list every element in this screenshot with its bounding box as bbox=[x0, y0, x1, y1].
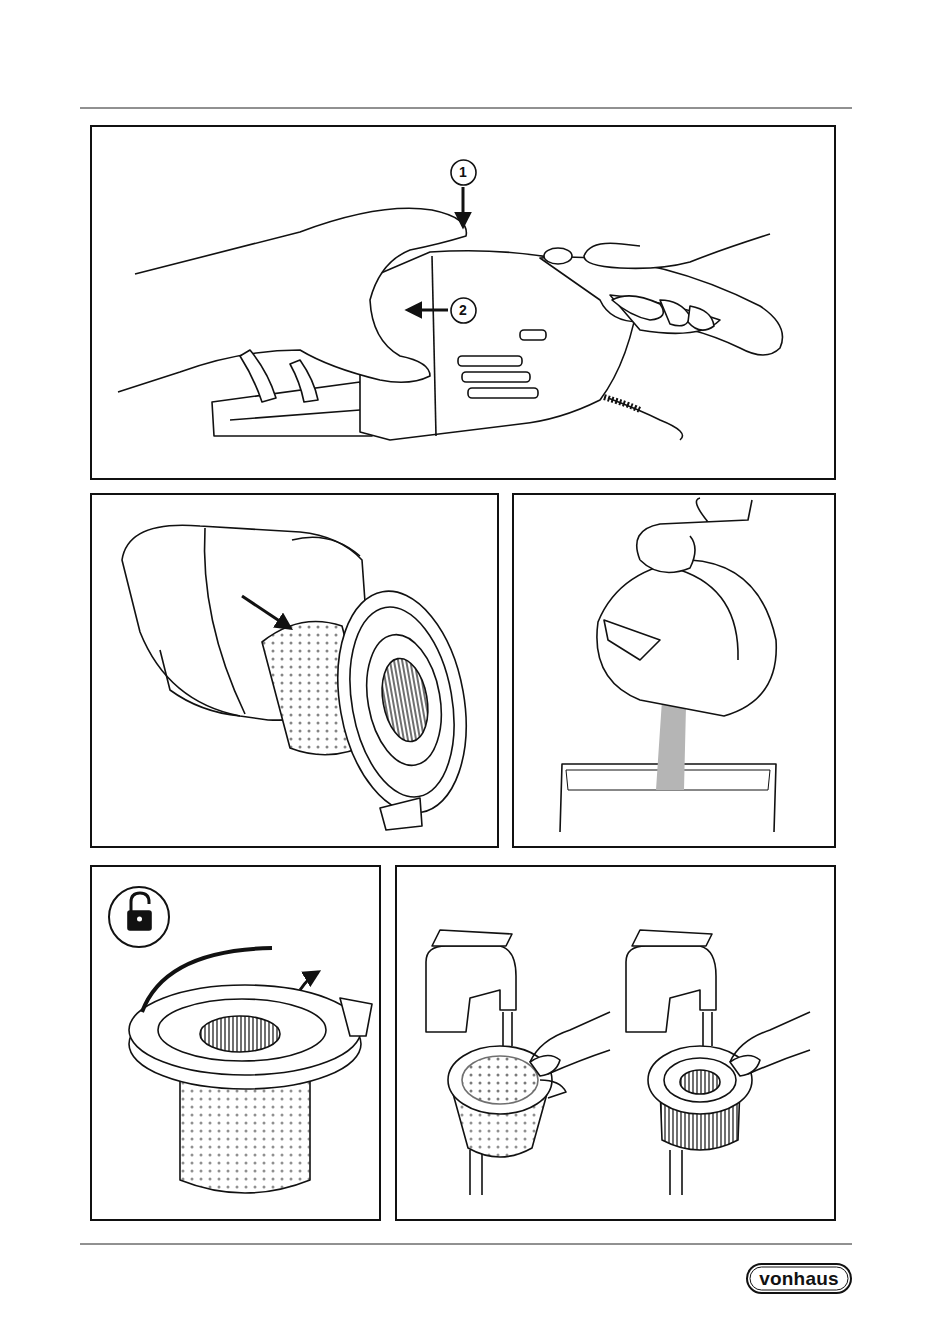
vacuum-release-figure-part bbox=[600, 396, 640, 410]
rinse-figure-part bbox=[626, 930, 810, 1195]
insert-arrow-part bbox=[242, 596, 290, 628]
callout-number: 1 bbox=[459, 165, 467, 179]
vacuum-release-figure-part bbox=[540, 257, 783, 355]
vacuum-release-figure-part bbox=[660, 300, 690, 326]
callout-circle-shape bbox=[451, 298, 476, 323]
unlock-figure-part bbox=[131, 893, 149, 912]
vacuum-release-figure-part bbox=[230, 410, 360, 420]
dust-cup-filter-figure-part bbox=[205, 528, 246, 714]
rinse-figure-part-part bbox=[540, 1080, 566, 1098]
rinse-figure-part-part bbox=[432, 930, 512, 946]
page-rules-part bbox=[80, 1244, 852, 1245]
vacuum-release-figure-part bbox=[610, 295, 720, 333]
unlock-figure-part bbox=[180, 1075, 310, 1193]
vacuum-release-figure-part bbox=[290, 360, 318, 402]
emptying-figure-part bbox=[680, 570, 738, 660]
rinse-figure-part bbox=[426, 930, 610, 1195]
vacuum-release-figure-part bbox=[468, 388, 538, 398]
vacuum-release-figure-part bbox=[688, 306, 714, 330]
dust-cup-filter-figure-part bbox=[292, 537, 360, 556]
rinse-figure-part-part bbox=[530, 1055, 560, 1076]
emptying-figure-part bbox=[640, 536, 695, 573]
panel-frames-part bbox=[91, 126, 835, 479]
callout-arrows-part bbox=[462, 187, 465, 226]
emptying-figure-part bbox=[597, 560, 776, 716]
callout-arrows-part bbox=[408, 309, 448, 312]
rinse-figure bbox=[426, 930, 810, 1195]
dust-cup-filter-figure-part bbox=[321, 581, 482, 823]
unlock-figure-part bbox=[158, 999, 326, 1061]
vacuum-release-figure-part bbox=[584, 234, 770, 268]
rinse-figure-part-part bbox=[680, 1070, 720, 1094]
panel-frames-part bbox=[91, 866, 380, 1220]
logo-inner-outline bbox=[750, 1267, 848, 1290]
vacuum-release-figure-part bbox=[432, 256, 436, 436]
emptying-figure bbox=[560, 498, 776, 832]
dust-cup-filter-figure-part bbox=[336, 599, 468, 805]
panel-frames-part bbox=[513, 494, 835, 847]
callout-number: 1 bbox=[450, 159, 477, 186]
callout-number: 2 bbox=[450, 297, 477, 324]
brand-logo: vonhaus bbox=[746, 1263, 852, 1294]
vacuum-release-figure-part bbox=[544, 248, 572, 264]
unlock-figure-part bbox=[340, 998, 372, 1036]
panel-frames bbox=[91, 126, 835, 1220]
rinse-figure-part-part bbox=[664, 1058, 736, 1102]
emptying-figure-part bbox=[604, 620, 660, 660]
rinse-figure-part-part bbox=[703, 1012, 712, 1046]
callout-arrows bbox=[408, 187, 463, 310]
vacuum-release-figure-part bbox=[240, 350, 276, 402]
insert-arrow bbox=[242, 596, 290, 628]
dust-cup-filter-figure-part bbox=[380, 798, 422, 830]
rinse-figure-part-part bbox=[632, 930, 712, 946]
unlock-figure bbox=[109, 887, 372, 1193]
page-rules-part bbox=[80, 108, 852, 109]
unlock-figure-part bbox=[128, 911, 151, 930]
dust-cup-filter-figure-part bbox=[376, 655, 434, 745]
panel-frames-part bbox=[91, 494, 498, 847]
callout-number: 2 bbox=[459, 303, 467, 317]
rotate-arrows-part bbox=[300, 972, 318, 990]
rinse-figure-part-part bbox=[470, 1150, 482, 1195]
vacuum-release-figure-part bbox=[212, 382, 372, 436]
brand-name: vonhaus bbox=[759, 1269, 839, 1288]
unlock-figure-part bbox=[129, 985, 361, 1075]
vacuum-release-figure-part bbox=[462, 372, 530, 382]
callout-circle-shape bbox=[451, 160, 476, 185]
page-rules bbox=[80, 108, 852, 1244]
rinse-figure-part-part bbox=[462, 1056, 538, 1104]
logo-outline-shape bbox=[747, 1264, 851, 1293]
vacuum-release-figure-part bbox=[520, 330, 546, 340]
vacuum-release-figure bbox=[118, 208, 783, 440]
dust-cup-filter-figure-part bbox=[357, 629, 451, 771]
rotate-arrows-part bbox=[142, 948, 272, 1012]
vacuum-release-figure-part bbox=[612, 296, 663, 320]
rinse-figure-part-part bbox=[503, 1012, 512, 1046]
rinse-figure-part-part bbox=[730, 1055, 760, 1076]
vacuum-release-figure-part bbox=[458, 356, 522, 366]
rinse-figure-part-part bbox=[448, 1046, 552, 1114]
rinse-figure-part-part bbox=[670, 1150, 682, 1195]
unlock-figure-part bbox=[137, 917, 142, 922]
dust-cup-filter-figure-part bbox=[160, 650, 240, 716]
unlock-figure-part bbox=[200, 1016, 280, 1052]
rotate-arrows bbox=[142, 948, 318, 1012]
unlock-figure-part bbox=[109, 887, 169, 947]
dust-cup-filter-figure bbox=[122, 525, 483, 830]
rinse-figure-part-part bbox=[648, 1046, 752, 1114]
unlock-figure-part bbox=[180, 1075, 310, 1193]
panel-frames-part bbox=[396, 866, 835, 1220]
